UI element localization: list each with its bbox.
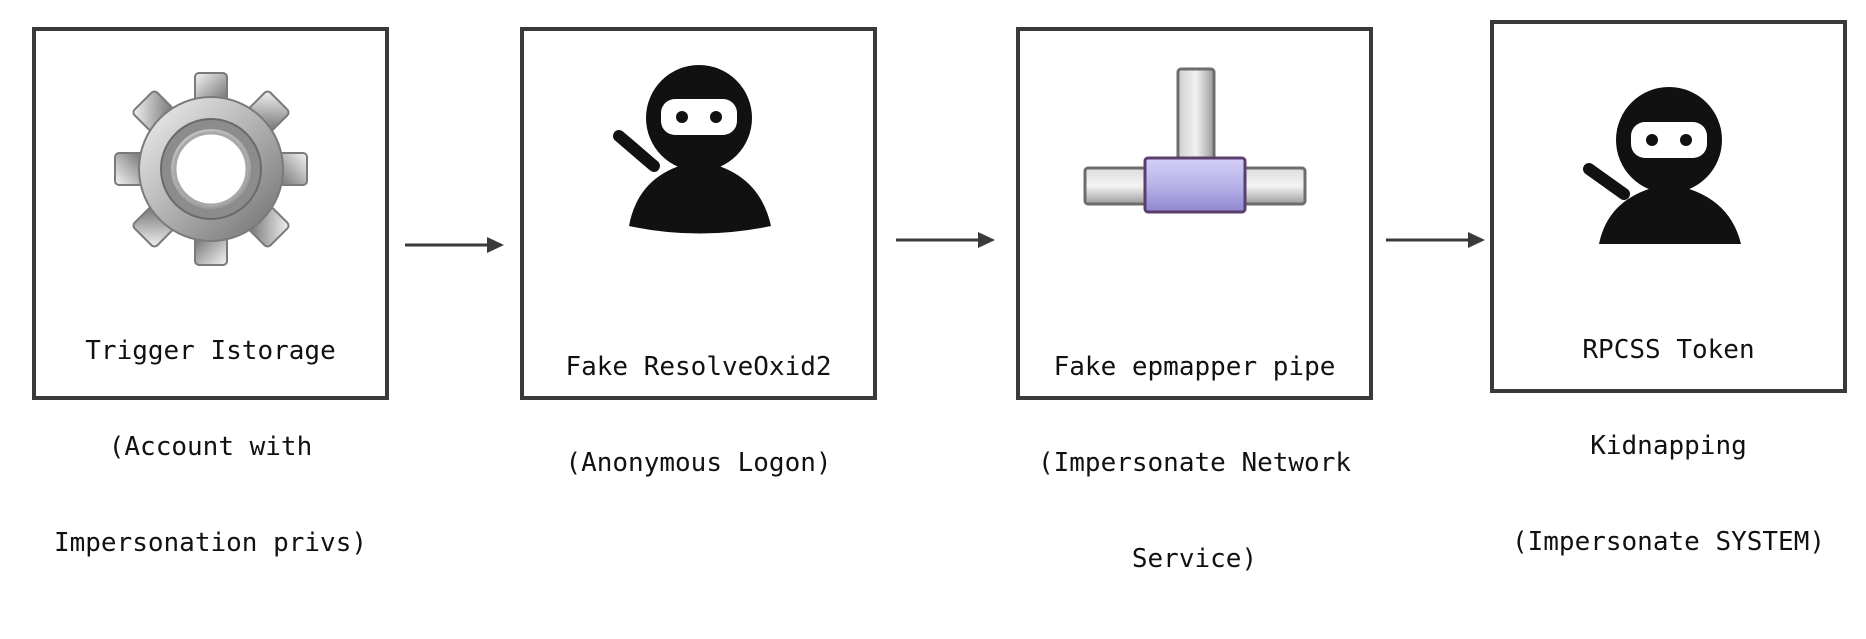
step-box-rpcss-token-kidnapping: RPCSS Token Kidnapping (Impersonate SYST… bbox=[1490, 20, 1847, 557]
ninja-icon bbox=[612, 65, 771, 234]
caption-line: Fake epmapper pipe bbox=[1053, 352, 1336, 382]
step-caption: RPCSS Token Kidnapping (Impersonate SYST… bbox=[1494, 270, 1843, 622]
step-box-trigger-istorage: Trigger Istorage (Account with Impersona… bbox=[32, 27, 389, 558]
step-caption: Trigger Istorage (Account with Impersona… bbox=[36, 271, 385, 623]
caption-line: RPCSS Token bbox=[1582, 335, 1755, 365]
caption-line: (Account with bbox=[108, 432, 313, 462]
step-icon-wrap bbox=[36, 69, 385, 269]
step-icon-wrap bbox=[1494, 44, 1843, 244]
caption-line: Service) bbox=[1131, 544, 1258, 574]
step-caption: Fake ResolveOxid2 (Anonymous Logon) bbox=[524, 287, 873, 543]
ninja-icon bbox=[1582, 87, 1741, 244]
pipe-icon bbox=[1083, 67, 1306, 214]
step-box-fake-epmapper-pipe: Fake epmapper pipe (Impersonate Network … bbox=[1016, 27, 1373, 574]
step-icon-wrap bbox=[524, 51, 873, 251]
gear-icon bbox=[113, 72, 308, 266]
step-caption: Fake epmapper pipe (Impersonate Network … bbox=[1020, 287, 1369, 639]
caption-line: (Impersonate SYSTEM) bbox=[1511, 527, 1826, 557]
caption-line: (Anonymous Logon) bbox=[565, 448, 832, 478]
caption-line: Kidnapping bbox=[1590, 431, 1747, 461]
arrow-right-icon bbox=[405, 237, 504, 253]
caption-line: (Impersonate Network bbox=[1037, 448, 1352, 478]
attack-flow-diagram: Trigger Istorage (Account with Impersona… bbox=[32, 20, 1847, 574]
step-box-fake-resolveoxid2: Fake ResolveOxid2 (Anonymous Logon) bbox=[520, 27, 877, 478]
step-icon-wrap bbox=[1020, 61, 1369, 221]
caption-line: Fake ResolveOxid2 bbox=[565, 352, 832, 382]
arrow-right-icon bbox=[1386, 232, 1485, 248]
caption-line: Trigger Istorage bbox=[85, 336, 336, 366]
arrow-right-icon bbox=[896, 232, 995, 248]
caption-line: Impersonation privs) bbox=[53, 528, 368, 558]
